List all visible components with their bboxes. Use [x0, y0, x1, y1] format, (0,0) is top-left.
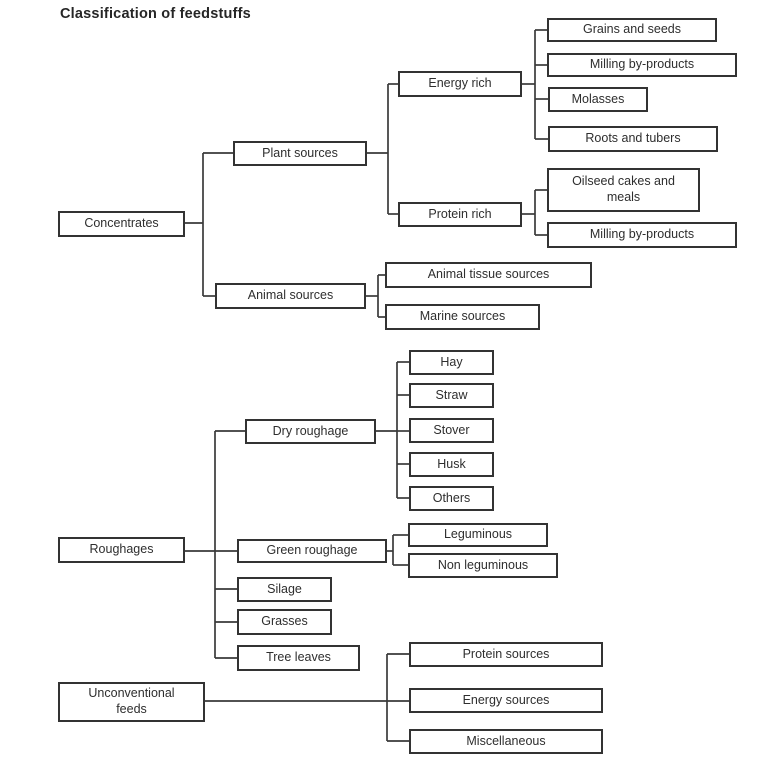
node-grasses: Grasses: [237, 609, 332, 635]
node-leguminous: Leguminous: [408, 523, 548, 547]
node-energy-rich: Energy rich: [398, 71, 522, 97]
node-protein-sources: Protein sources: [409, 642, 603, 667]
node-unconventional-feeds: Unconventional feeds: [58, 682, 205, 722]
node-green-roughage: Green roughage: [237, 539, 387, 563]
node-tree-leaves: Tree leaves: [237, 645, 360, 671]
node-roughages: Roughages: [58, 537, 185, 563]
node-marine-sources: Marine sources: [385, 304, 540, 330]
node-non-leguminous: Non leguminous: [408, 553, 558, 578]
node-hay: Hay: [409, 350, 494, 375]
node-milling-by-products-protein: Milling by-products: [547, 222, 737, 248]
node-oilseed-cakes-and-meals: Oilseed cakes and meals: [547, 168, 700, 212]
node-husk: Husk: [409, 452, 494, 477]
node-plant-sources: Plant sources: [233, 141, 367, 166]
node-protein-rich: Protein rich: [398, 202, 522, 227]
node-oilseed-label: Oilseed cakes and meals: [572, 174, 675, 204]
node-grains-and-seeds: Grains and seeds: [547, 18, 717, 42]
node-others: Others: [409, 486, 494, 511]
node-stover: Stover: [409, 418, 494, 443]
node-unconventional-feeds-label: Unconventional feeds: [88, 686, 175, 716]
node-animal-tissue-sources: Animal tissue sources: [385, 262, 592, 288]
node-dry-roughage: Dry roughage: [245, 419, 376, 444]
node-molasses: Molasses: [548, 87, 648, 112]
node-straw: Straw: [409, 383, 494, 408]
node-energy-sources: Energy sources: [409, 688, 603, 713]
node-miscellaneous: Miscellaneous: [409, 729, 603, 754]
node-concentrates: Concentrates: [58, 211, 185, 237]
node-roots-and-tubers: Roots and tubers: [548, 126, 718, 152]
node-animal-sources: Animal sources: [215, 283, 366, 309]
node-silage: Silage: [237, 577, 332, 602]
diagram-title: Classification of feedstuffs: [60, 6, 251, 22]
node-milling-by-products-energy: Milling by-products: [547, 53, 737, 77]
